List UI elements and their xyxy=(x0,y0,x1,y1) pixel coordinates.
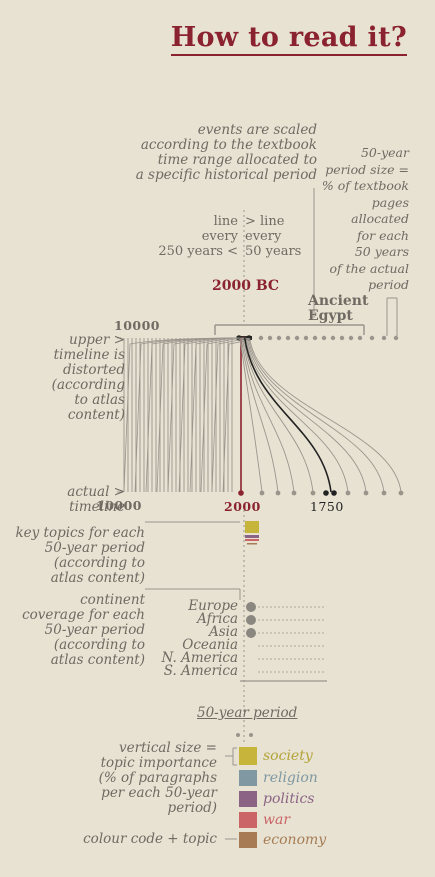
upper-timeline-dot xyxy=(294,335,300,341)
note-continent-coverage: continent coverage for each 50-year peri… xyxy=(22,592,145,668)
converging-timeline-line xyxy=(211,337,243,493)
continent-label-n-america: N. America xyxy=(161,650,238,666)
timeline-curve xyxy=(247,337,385,493)
lower-timeline-dot xyxy=(345,490,351,496)
upper-timeline-dot xyxy=(369,335,375,341)
upper-timeline-dot xyxy=(357,335,363,341)
lower-timeline-dot xyxy=(310,490,316,496)
timeline-curve xyxy=(240,337,279,493)
continent-label-europe: Europe xyxy=(188,598,238,614)
timeline-curve xyxy=(239,337,263,493)
converging-timeline-line xyxy=(123,337,240,493)
upper-timeline-dot xyxy=(276,335,282,341)
period-dot-right xyxy=(249,733,253,737)
continent-coverage-dot xyxy=(246,602,256,612)
label-upper-10000: 10000 xyxy=(114,318,160,333)
upper-timeline-dot xyxy=(312,335,318,341)
lower-timeline-dot-1750a xyxy=(323,490,329,496)
label-lower-10000: 10000 xyxy=(96,498,142,513)
continent-label-africa: Africa xyxy=(197,611,238,627)
note-period-size: 50-year period size = % of textbook page… xyxy=(321,145,409,292)
note-upper-timeline: upper > timeline is distorted (according… xyxy=(51,332,125,423)
topic-label-economy: economy xyxy=(263,832,327,848)
lower-timeline-dot xyxy=(381,490,387,496)
continent-label-oceania: Oceania xyxy=(182,637,238,653)
topic-label-politics: politics xyxy=(263,791,315,807)
lower-timeline-dot-2000 xyxy=(238,490,244,496)
note-colour-code: colour code + topic xyxy=(83,831,217,847)
topic-swatch-society xyxy=(239,747,257,765)
timeline-curve xyxy=(241,337,295,493)
label-period-caption: 50-year period xyxy=(197,705,298,721)
upper-timeline-dot xyxy=(348,335,354,341)
label-ancient-egypt: Ancient Egypt xyxy=(308,293,369,324)
label-lower-1750: 1750 xyxy=(310,499,344,514)
note-key-topics: key topics for each 50-year period (acco… xyxy=(15,525,145,586)
timeline-curve xyxy=(245,337,349,493)
key-topic-economy-bar xyxy=(247,543,257,545)
upper-timeline-dot xyxy=(285,335,291,341)
timeline-curve-1750 xyxy=(244,337,332,493)
topic-swatch-war xyxy=(239,812,257,828)
upper-timeline-dot xyxy=(393,335,399,341)
page-title: How to read it? xyxy=(170,22,407,56)
continent-label-s-america: S. America xyxy=(163,663,238,679)
note-actual-timeline: actual > timeline xyxy=(67,484,125,515)
lower-timeline-dot xyxy=(363,490,369,496)
key-topic-politics-bar xyxy=(245,535,259,538)
converging-timeline-line xyxy=(189,337,240,493)
upper-timeline-dot xyxy=(267,335,273,341)
continent-label-asia: Asia xyxy=(208,624,238,640)
key-topic-society-bar xyxy=(245,521,259,533)
upper-timeline-dot xyxy=(303,335,309,341)
note-vertical-size: vertical size = topic importance (% of p… xyxy=(98,740,217,816)
lower-timeline-dot xyxy=(398,490,404,496)
timeline-curve xyxy=(249,337,402,493)
lower-timeline-dot-1750b xyxy=(331,490,337,496)
label-lower-2000: 2000 xyxy=(224,499,261,514)
note-line-every-50: > line every 50 years xyxy=(245,214,302,259)
note-events-scaled: events are scaled according to the textb… xyxy=(135,122,317,183)
continent-coverage-dot xyxy=(246,628,256,638)
key-topic-war-bar xyxy=(245,539,259,541)
topic-label-war: war xyxy=(263,812,291,828)
label-2000bc: 2000 BC xyxy=(212,278,280,294)
topic-label-religion: religion xyxy=(263,770,318,786)
upper-timeline-dot xyxy=(381,335,387,341)
topic-swatch-economy xyxy=(239,832,257,848)
note-line-every-250: line every 250 years < xyxy=(158,214,238,259)
lower-timeline-dot xyxy=(291,490,297,496)
topic-swatch-politics xyxy=(239,791,257,807)
upper-timeline-dot xyxy=(339,335,345,341)
converging-timeline-line xyxy=(134,337,240,493)
topic-label-society: society xyxy=(263,748,313,764)
timeline-curve xyxy=(243,337,314,493)
timeline-curve xyxy=(246,337,367,493)
period-dot-left xyxy=(236,733,240,737)
upper-timeline-dot xyxy=(330,335,336,341)
topic-swatch-religion xyxy=(239,770,257,786)
lower-timeline-dot xyxy=(259,490,265,496)
upper-timeline-dot xyxy=(258,335,264,341)
lower-timeline-dot xyxy=(275,490,281,496)
upper-timeline-dot xyxy=(321,335,327,341)
continent-coverage-dot xyxy=(246,615,256,625)
